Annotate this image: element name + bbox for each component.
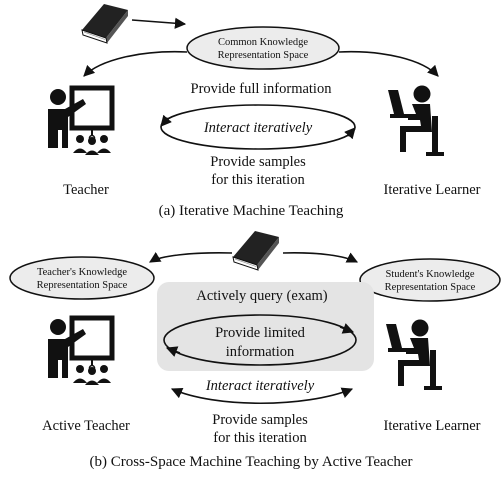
loop-arrowhead-left: [160, 114, 172, 127]
teacher-space-ellipse: [9, 256, 155, 300]
interaction-loop: [160, 104, 356, 150]
space-to-teacher-arrow: [83, 50, 188, 77]
learner-label: Iterative Learner: [384, 418, 481, 434]
provide-samples-line1: Provide samples: [210, 154, 306, 170]
caption-b: (b) Cross-Space Machine Teaching by Acti…: [89, 454, 412, 470]
book-to-space-arrow: [131, 17, 187, 29]
provide-samples-line1: Provide samples: [212, 412, 308, 428]
actively-query-label: Actively query (exam): [196, 288, 327, 304]
teacher-icon: [48, 88, 112, 155]
common-space-label-line1: Common Knowledge: [218, 37, 308, 48]
book-to-teacher-space-arrow: [149, 252, 233, 263]
panel-a: Common Knowledge Representation Space Pr…: [48, 3, 481, 219]
interact-iteratively-label: Interact iteratively: [205, 378, 315, 394]
interact-iteratively-label: Interact iteratively: [203, 120, 313, 136]
teacher-label: Teacher: [63, 182, 109, 198]
space-to-learner-arrow: [338, 50, 439, 77]
common-space-label-line2: Representation Space: [218, 50, 309, 61]
bottom-interaction-arc: [170, 387, 354, 405]
panel-b: Teacher's Knowledge Representation Space…: [9, 230, 501, 470]
caption-a: (a) Iterative Machine Teaching: [159, 203, 344, 219]
limited-info-line1: Provide limited: [215, 325, 306, 341]
student-space-label-line1: Student's Knowledge: [385, 269, 474, 280]
learner-icon: [388, 85, 444, 156]
student-space-label-line2: Representation Space: [385, 282, 476, 293]
active-teacher-icon: [48, 318, 112, 385]
exam-loop-arrowhead-right: [339, 323, 355, 334]
student-space-ellipse: [359, 258, 501, 302]
learner-icon: [386, 319, 442, 390]
provide-full-info-label: Provide full information: [191, 81, 333, 97]
provide-samples-line2: for this iteration: [213, 430, 307, 446]
limited-info-line2: information: [226, 344, 295, 360]
teacher-space-label-line1: Teacher's Knowledge: [37, 267, 127, 278]
loop-arrowhead-right: [344, 127, 356, 140]
exam-query-box: [157, 282, 374, 371]
common-space-ellipse: [186, 26, 340, 70]
provide-samples-line2: for this iteration: [211, 172, 305, 188]
learner-label: Iterative Learner: [384, 182, 481, 198]
book-icon: [232, 230, 280, 271]
exam-loop-arrowhead-left: [165, 346, 181, 357]
book-icon: [81, 3, 129, 44]
active-teacher-label: Active Teacher: [42, 418, 130, 434]
teacher-space-label-line2: Representation Space: [37, 280, 128, 291]
book-to-student-space-arrow: [282, 252, 359, 263]
exam-loop: [163, 314, 357, 366]
